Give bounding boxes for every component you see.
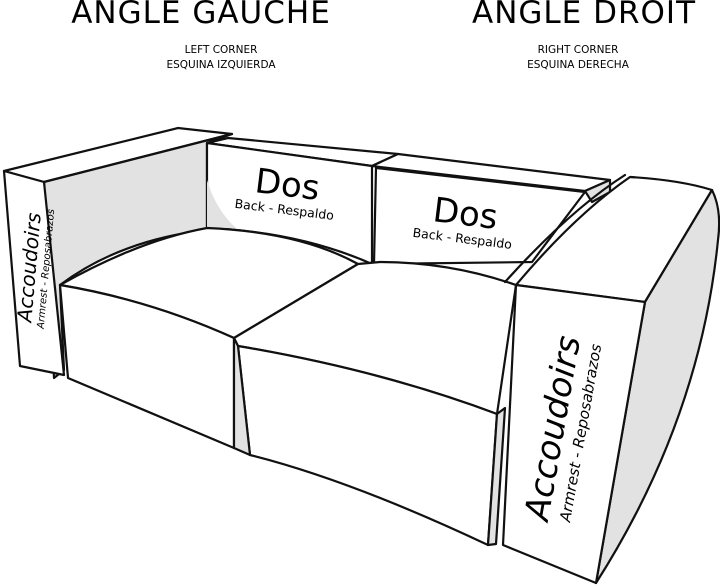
right-back-front: [372, 166, 587, 266]
right-armrest-edge: [503, 173, 627, 284]
right-armrest-front-face: [501, 283, 647, 585]
left-corner-heading: ANGLE GAUCHE LEFT CORNER ESQUINA IZQUIER…: [56, 0, 346, 73]
left-armrest-front-face: [2, 169, 66, 377]
right-armrest-module: [501, 173, 720, 585]
right-corner-heading: ANGLE DROIT RIGHT CORNER ESQUINA DERECHA: [447, 0, 720, 73]
left-corner-title: ANGLE GAUCHE: [71, 0, 331, 31]
left-corner-subtitle-en: LEFT CORNER: [184, 44, 258, 56]
right-corner-subtitle-es: ESQUINA DERECHA: [527, 59, 629, 71]
right-corner-subtitle: RIGHT CORNER ESQUINA DERECHA: [435, 43, 720, 73]
right-corner-subtitle-en: RIGHT CORNER: [537, 44, 619, 56]
right-seat-gap: [232, 336, 252, 457]
right-seat-side-gap: [486, 406, 507, 547]
right-back-label-main: Dos: [431, 190, 500, 238]
left-back-shadow: [207, 180, 236, 228]
right-seat-module: [232, 260, 518, 547]
left-corner-subtitle: LEFT CORNER ESQUINA IZQUIERDA: [96, 43, 346, 73]
right-corner-title: ANGLE DROIT: [471, 0, 697, 31]
right-back-module: [370, 152, 612, 266]
left-back-label: Dos Back - Respaldo: [234, 161, 335, 223]
left-back-label-main: Dos: [253, 161, 322, 209]
right-armrest-outer-side: [594, 188, 720, 585]
left-armrest-module: [2, 126, 234, 380]
left-seat-module: [58, 226, 360, 450]
left-corner-subtitle-es: ESQUINA IZQUIERDA: [166, 59, 276, 71]
